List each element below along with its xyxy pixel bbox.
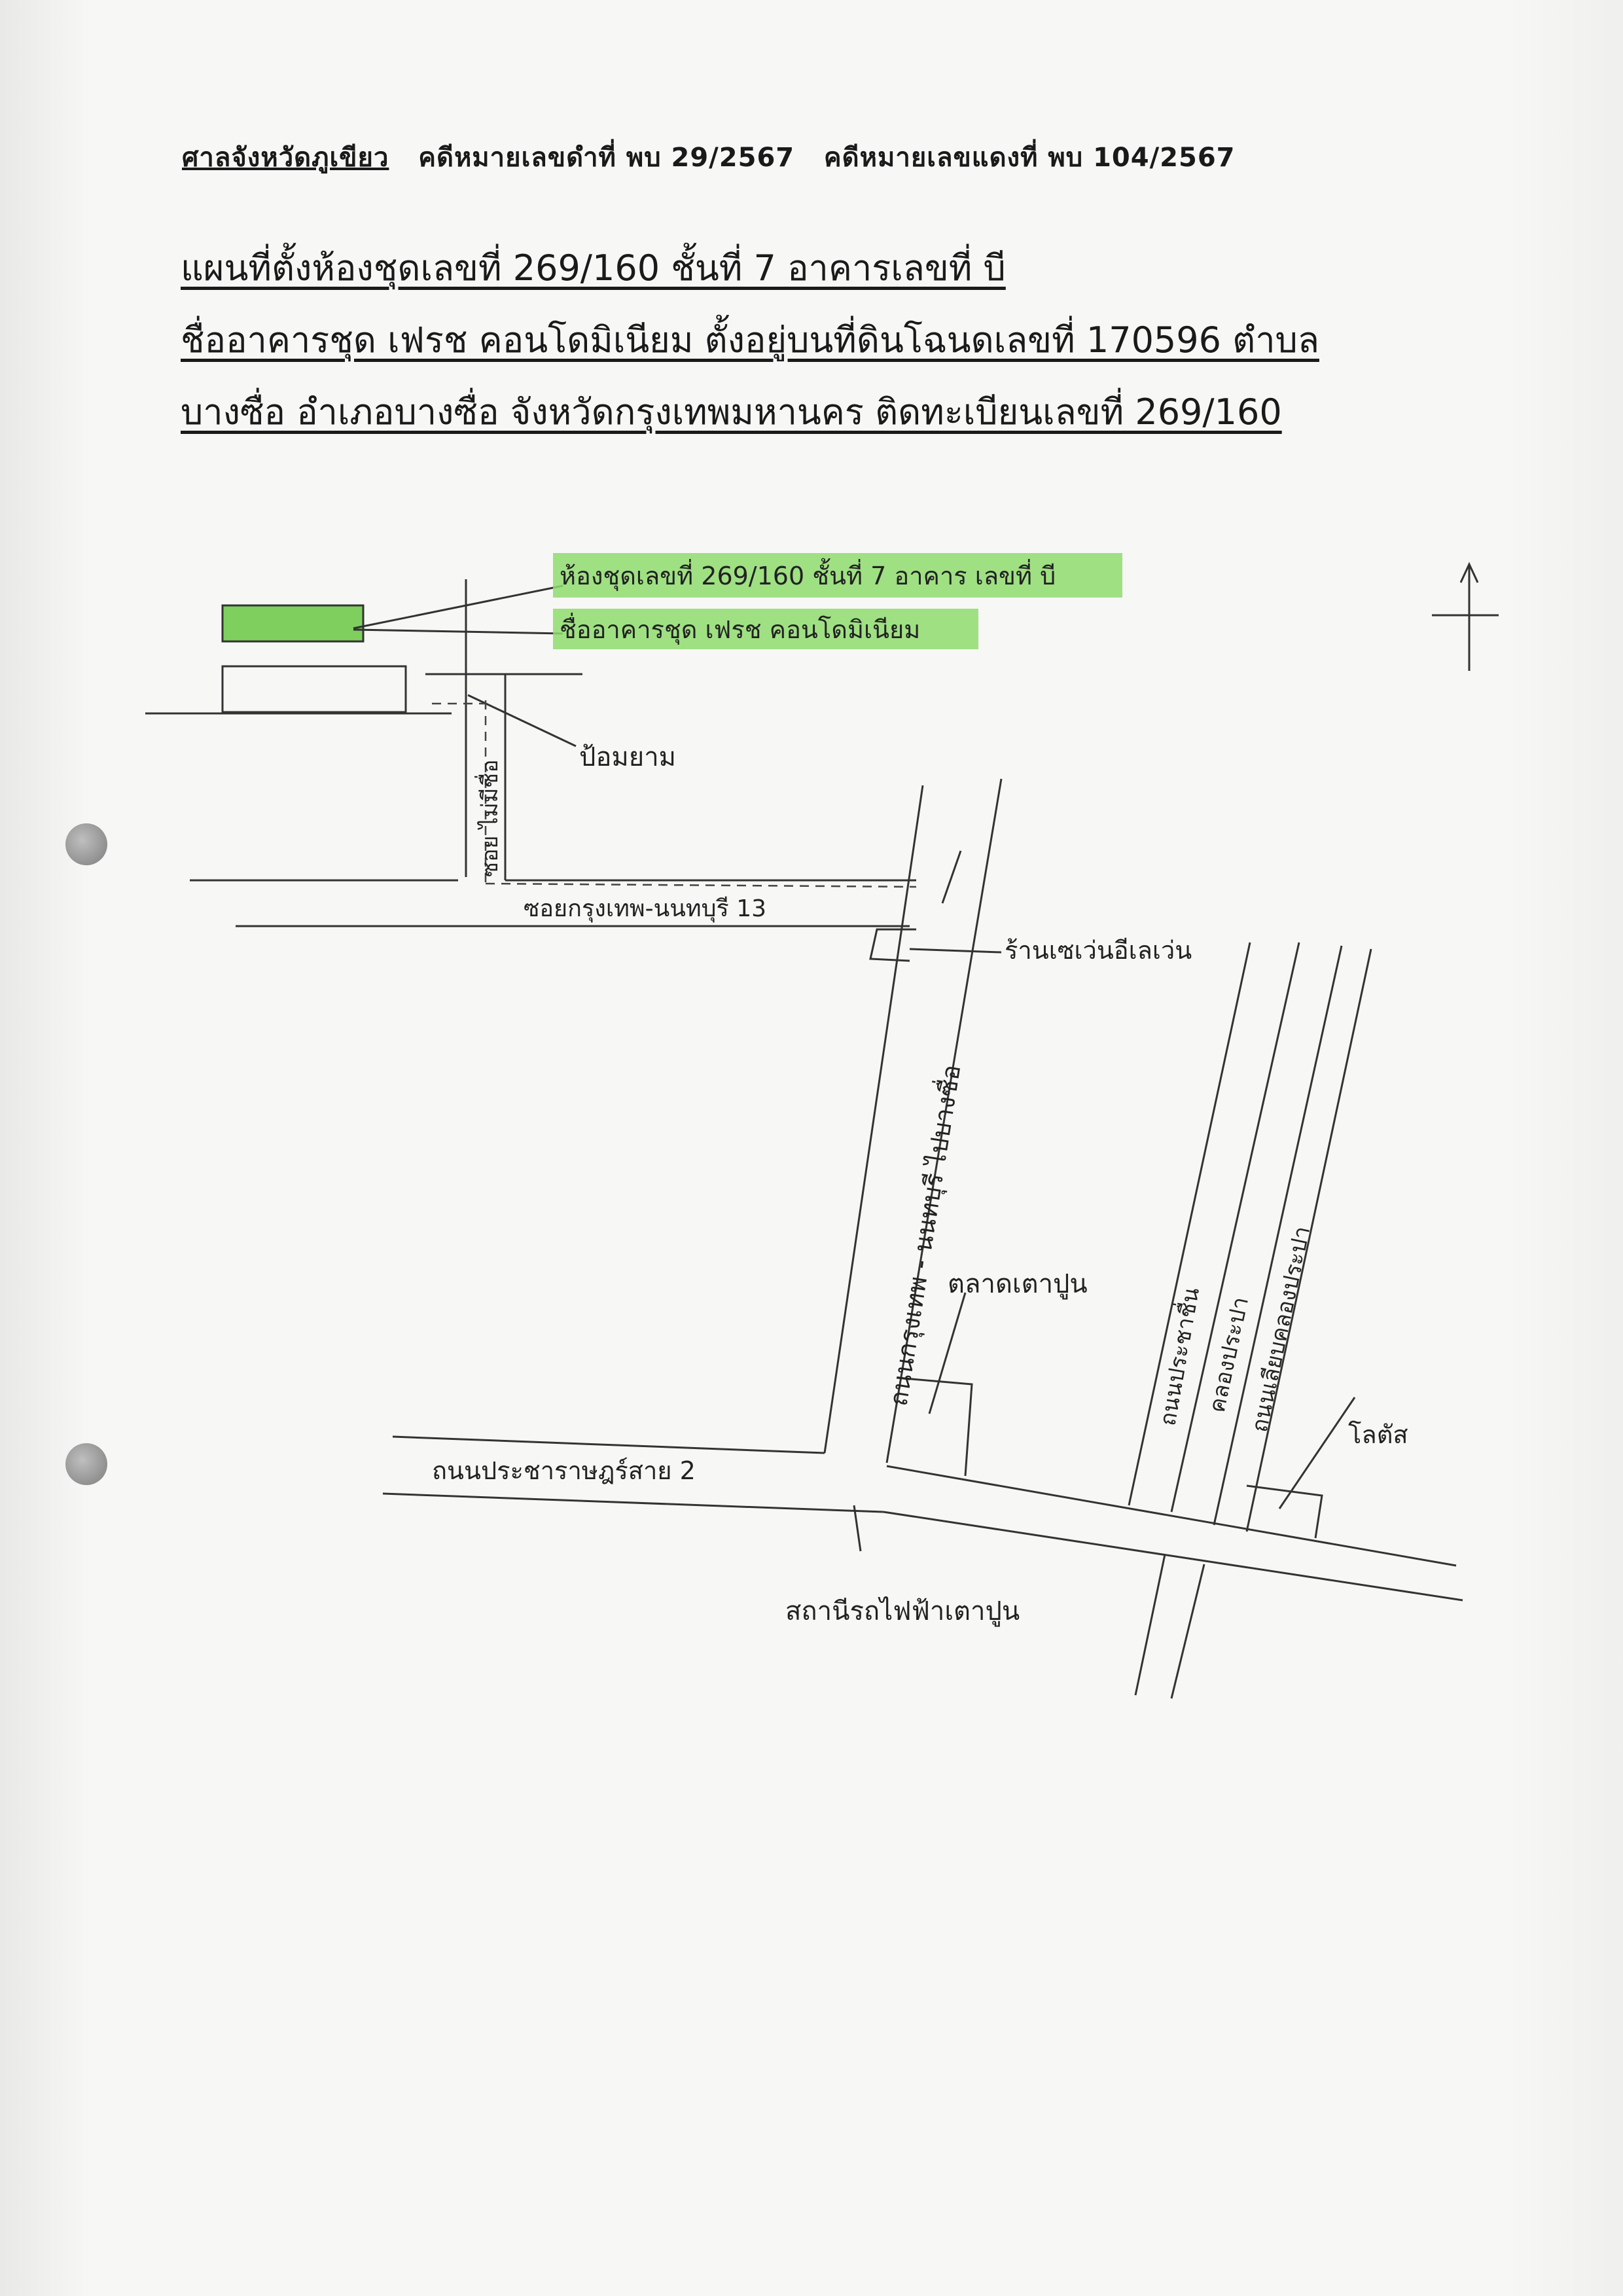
label-highlight-1 xyxy=(553,553,1122,598)
condo-building xyxy=(221,665,407,713)
pracharat-road-bottom xyxy=(382,1492,884,1513)
main-road-label: ถนนกรุงเทพ - นนทบุรี ไปบางซื่อ xyxy=(881,1062,967,1408)
seven-eleven-building xyxy=(869,928,916,962)
pracha-chuen-road xyxy=(1128,942,1251,1506)
document-title: แผนที่ตั้งห้องชุดเลขที่ 269/160 ชั้นที่ … xyxy=(181,232,1424,448)
lotus-pointer xyxy=(1278,1397,1356,1509)
label-highlight-2 xyxy=(553,609,978,649)
route-dashed xyxy=(485,882,917,888)
lotus-label: โลตัส xyxy=(1348,1420,1408,1449)
punch-hole-bottom xyxy=(65,1443,107,1485)
road-east-bottom xyxy=(883,1511,1463,1602)
seven-eleven-label: ร้านเซเว่นอีเลเว่น xyxy=(1005,936,1192,965)
black-case-number: คดีหมายเลขดำที่ พบ 29/2567 xyxy=(418,143,795,173)
punch-hole-top xyxy=(65,823,107,865)
seven-eleven-pointer xyxy=(909,948,1002,954)
title-line-1: แผนที่ตั้งห้องชุดเลขที่ 269/160 ชั้นที่ … xyxy=(181,247,1006,289)
highlighted-unit xyxy=(221,604,365,643)
title-line-3: บางซื่อ อำเภอบางซื่อ จังหวัดกรุงเทพมหานค… xyxy=(181,391,1282,433)
police-pointer-line xyxy=(467,694,577,747)
market-pointer xyxy=(928,1292,967,1414)
pracharat-road-label: ถนนประชาราษฎร์สาย 2 xyxy=(432,1456,696,1485)
canal-label: คลองประปา xyxy=(1204,1295,1254,1415)
soi-horizontal-label: ซอยกรุงเทพ-นนทบุรี 13 xyxy=(524,895,766,923)
market-building xyxy=(896,1376,973,1477)
soi-vertical-label: ซอย ไม่มีชื่อ xyxy=(474,759,503,877)
canal-edge xyxy=(1213,945,1343,1526)
station-pointer xyxy=(853,1505,862,1552)
red-case-number: คดีหมายเลขแดงที่ พบ 104/2567 xyxy=(823,143,1236,173)
canal-road-edge xyxy=(1245,948,1372,1532)
pracharat-road-top xyxy=(392,1435,825,1454)
main-road-left xyxy=(823,785,924,1454)
road-east-top xyxy=(886,1465,1457,1567)
north-arrow-head xyxy=(1459,562,1479,583)
station-label: สถานีรถไฟฟ้าเตาปูน xyxy=(785,1596,1020,1626)
case-header: ศาลจังหวัดภูเขียว คดีหมายเลขดำที่ พบ 29/… xyxy=(182,136,1236,178)
unit-label-line-1: ห้องชุดเลขที่ 269/160 ชั้นที่ 7 อาคาร เล… xyxy=(560,558,1056,591)
title-line-2: ชื่ออาคารชุด เฟรช คอนโดมิเนียม ตั้งอยู่บ… xyxy=(181,319,1319,361)
court-name: ศาลจังหวัดภูเขียว xyxy=(182,143,389,173)
canal-edge xyxy=(1170,942,1300,1513)
main-road-right xyxy=(885,778,1003,1463)
unit-label-line-2: ชื่ออาคารชุด เฟรช คอนโดมิเนียม xyxy=(560,613,920,645)
unit-pointer-line xyxy=(353,584,563,630)
direction-arrow xyxy=(941,850,962,904)
market-label: ตลาดเตาปูน xyxy=(948,1269,1088,1299)
road-south xyxy=(1134,1554,1166,1696)
unit-pointer-line xyxy=(353,628,563,635)
police-box-label: ป้อมยาม xyxy=(579,742,676,772)
road-south xyxy=(1170,1564,1205,1699)
lotus-building xyxy=(1246,1484,1323,1539)
